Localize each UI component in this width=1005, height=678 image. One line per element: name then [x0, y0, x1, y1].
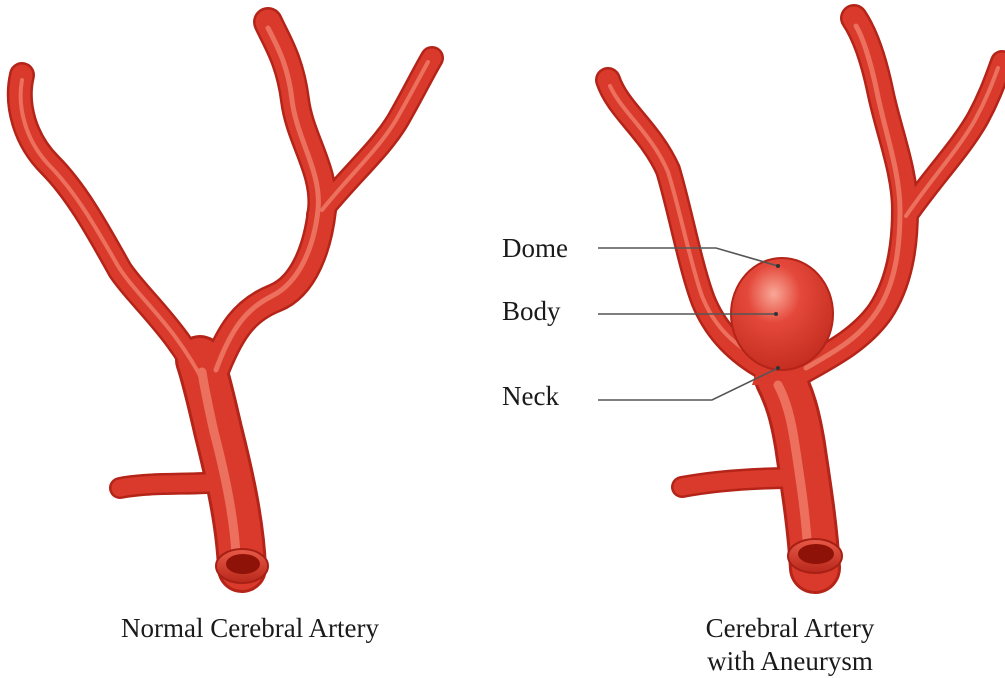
body-dot [774, 312, 778, 316]
dome-dot [776, 264, 780, 268]
dome-label: Dome [502, 233, 568, 263]
body-label: Body [502, 296, 561, 326]
normal-artery-highlight [21, 28, 428, 555]
aneurysm-artery-lumen [798, 544, 834, 564]
normal-artery [20, 22, 432, 583]
normal-artery-caption: Normal Cerebral Artery [70, 612, 430, 645]
aneurysm-artery [608, 18, 1002, 573]
normal-artery-lumen [226, 554, 260, 574]
neck-dot [776, 366, 780, 370]
neck-label: Neck [502, 381, 559, 411]
aneurysm-artery-caption: Cerebral Artery with Aneurysm [650, 612, 930, 678]
